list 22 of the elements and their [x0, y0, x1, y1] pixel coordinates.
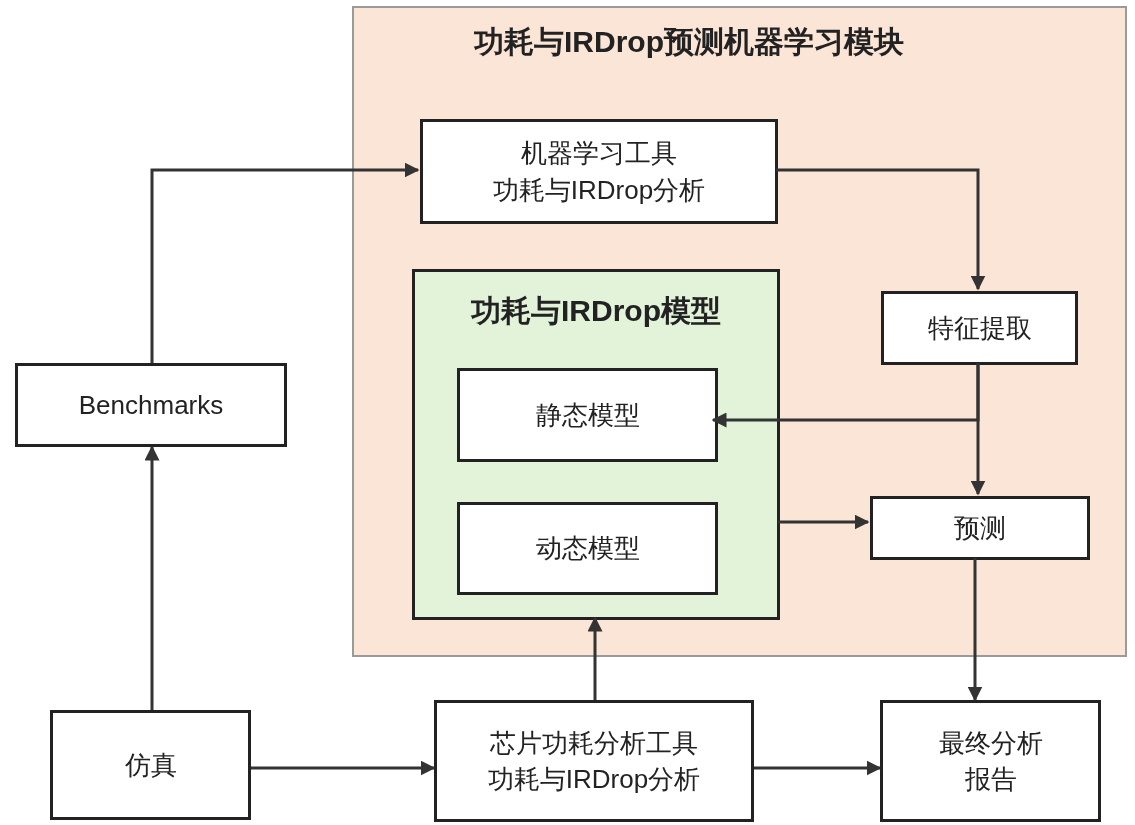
- arrow: [967, 558, 983, 702]
- arrow: [587, 616, 603, 700]
- process-box: Benchmarks: [15, 363, 287, 447]
- arrow: [778, 514, 870, 530]
- process-box: 静态模型: [457, 368, 718, 462]
- process-box: 特征提取: [881, 291, 1078, 365]
- arrow: [970, 363, 986, 496]
- process-box: 芯片功耗分析工具功耗与IRDrop分析: [434, 700, 754, 822]
- arrow: [150, 162, 420, 363]
- arrow: [754, 760, 882, 776]
- process-box: 预测: [870, 496, 1090, 560]
- module-panel: [352, 6, 1127, 657]
- panel-heading: 功耗与IRDrop模型: [470, 293, 722, 329]
- process-box: 机器学习工具功耗与IRDrop分析: [420, 119, 778, 224]
- process-box: 仿真: [50, 710, 251, 820]
- arrow: [251, 760, 436, 776]
- arrow: [144, 445, 160, 710]
- model-panel: [412, 269, 780, 620]
- process-box: 动态模型: [457, 502, 718, 595]
- process-box: 最终分析报告: [880, 700, 1101, 822]
- panel-heading: 功耗与IRDrop预测机器学习模块: [474, 24, 904, 60]
- arrow: [776, 168, 986, 291]
